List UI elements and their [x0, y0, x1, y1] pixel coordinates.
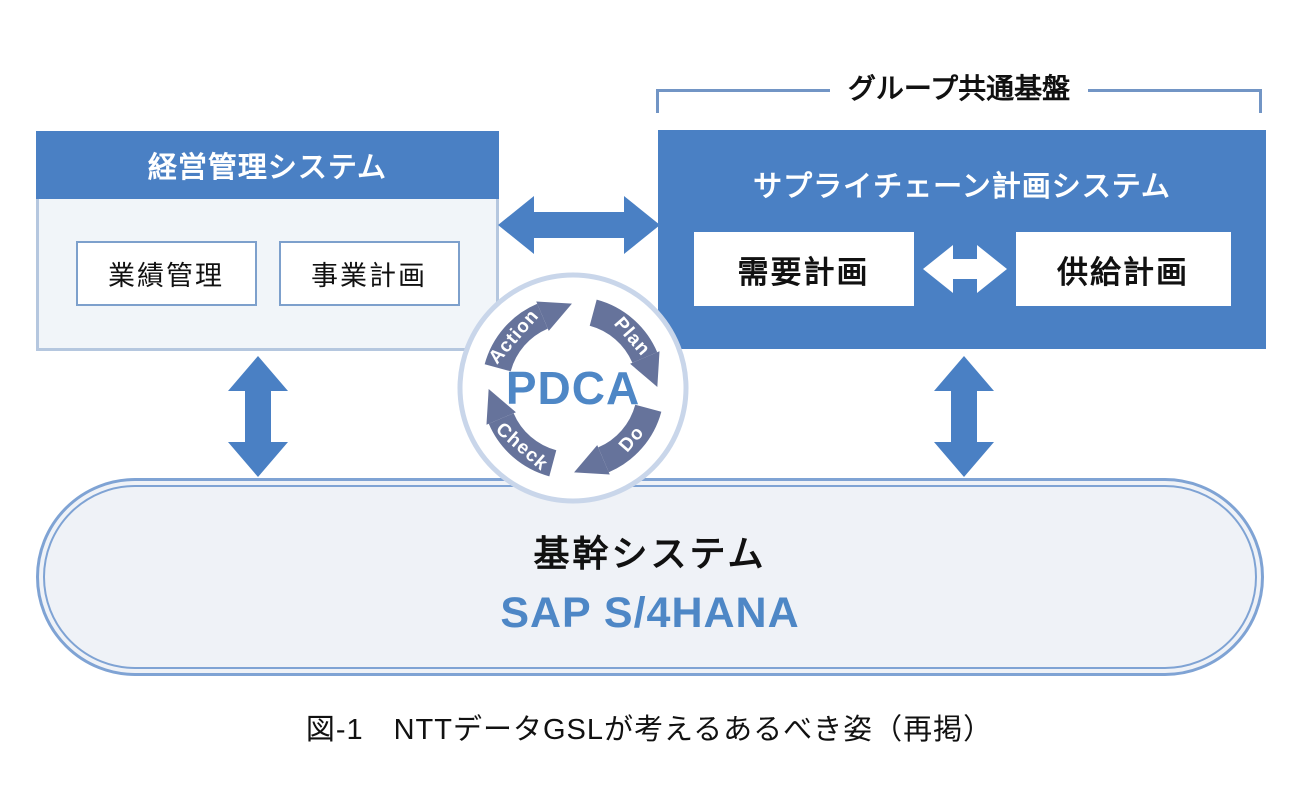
group-platform-label: グループ共通基盤	[829, 69, 1089, 109]
core-system-subtitle: SAP S/4HANA	[500, 589, 800, 637]
group-platform-bracket-tick-right	[1259, 89, 1262, 113]
group-platform-bracket-tick-left	[656, 89, 659, 113]
scp-core-double-arrow-icon	[934, 356, 994, 477]
pdca-cycle: Plan Do Check Action PDCA	[457, 272, 689, 504]
performance-management-box: 業績管理	[75, 241, 257, 306]
group-platform-bracket: グループ共通基盤	[656, 69, 1262, 109]
management-core-double-arrow-icon	[228, 356, 288, 477]
pdca-center-label: PDCA	[506, 362, 640, 414]
supply-chain-planning-box: サプライチェーン計画システム 需要計画 供給計画	[658, 130, 1266, 349]
core-system-title: 基幹システム	[533, 533, 767, 574]
supply-planning-box: 供給計画	[1015, 232, 1231, 306]
pdca-action-arrow-icon	[484, 301, 572, 372]
business-plan-box: 事業計画	[278, 241, 460, 306]
management-system-title: 経営管理システム	[147, 152, 388, 184]
pdca-plan-arrow-icon	[589, 299, 660, 387]
demand-planning-box: 需要計画	[693, 232, 914, 306]
management-system-body: 業績管理 事業計画	[36, 199, 499, 351]
core-system-box: 基幹システム SAP S/4HANA	[36, 478, 1264, 676]
management-system-header: 経営管理システム	[36, 131, 499, 199]
supply-chain-planning-items: 需要計画 供給計画	[658, 232, 1266, 306]
demand-supply-double-arrow-icon	[922, 245, 1007, 293]
management-scp-double-arrow-icon	[498, 196, 660, 254]
figure-caption: 図-1 NTTデータGSLが考えるあるべき姿（再掲）	[305, 714, 994, 746]
management-system-box: 経営管理システム 業績管理 事業計画	[36, 131, 499, 351]
pdca-check-arrow-icon	[486, 389, 557, 477]
supply-chain-planning-title: サプライチェーン計画システム	[753, 171, 1171, 203]
pdca-do-arrow-icon	[574, 404, 662, 475]
